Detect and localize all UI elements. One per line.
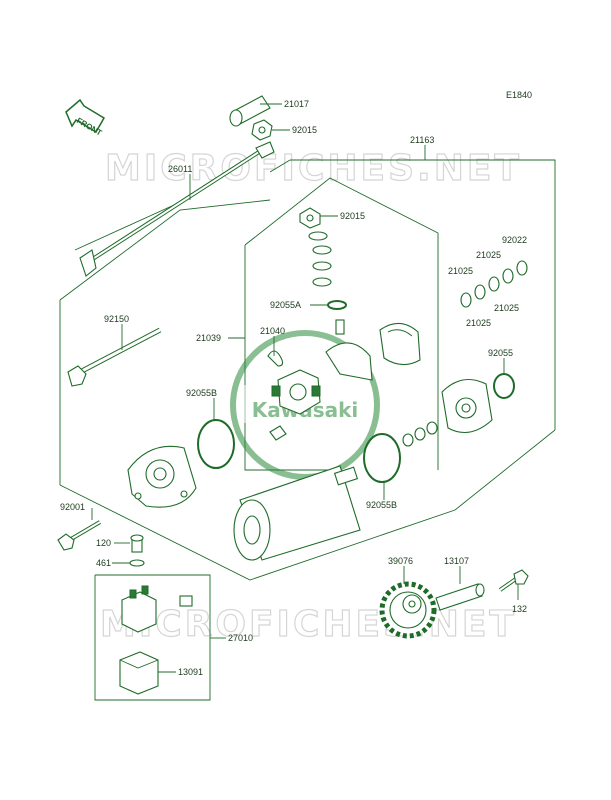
label-27010: 27010 xyxy=(228,633,253,643)
watermark-top: MICROFICHES.NET xyxy=(105,148,522,189)
label-120: 120 xyxy=(96,538,111,548)
bolt-92001 xyxy=(57,520,102,551)
label-92055b-right: 92055B xyxy=(366,500,397,510)
label-26011: 26011 xyxy=(168,164,192,174)
front-arrow-icon: FRONT xyxy=(65,98,106,138)
bolt-120 xyxy=(130,534,144,553)
shaft-13107 xyxy=(435,583,485,611)
watermark-bottom: MICROFICHES.NET xyxy=(100,604,517,645)
label-92022: 92022 xyxy=(502,235,527,245)
cable-26011 xyxy=(79,141,275,277)
washer-461 xyxy=(129,559,145,567)
label-92001: 92001 xyxy=(60,502,85,512)
oring-92055a xyxy=(327,300,347,310)
diagram-code: E1840 xyxy=(506,90,532,100)
terminal-plate xyxy=(325,319,373,381)
label-13091: 13091 xyxy=(178,667,203,677)
front-housing xyxy=(127,445,197,508)
nut-92015-top xyxy=(251,119,273,141)
label-461: 461 xyxy=(96,558,111,568)
label-92055: 92055 xyxy=(488,348,513,358)
label-21039: 21039 xyxy=(196,333,221,343)
oring-92055b-right xyxy=(363,433,401,483)
motor-body xyxy=(233,465,361,561)
label-21025-b: 21025 xyxy=(448,266,473,276)
label-21163: 21163 xyxy=(410,135,434,145)
label-21040: 21040 xyxy=(260,326,285,336)
label-21025-c: 21025 xyxy=(494,303,519,313)
label-92055a: 92055A xyxy=(270,300,301,310)
label-21017: 21017 xyxy=(284,99,309,109)
nut-92015-middle xyxy=(299,207,321,229)
relay-box-27010 xyxy=(94,574,211,701)
boot-21017 xyxy=(229,95,271,127)
label-13107: 13107 xyxy=(444,556,469,566)
label-92150: 92150 xyxy=(104,314,129,324)
label-92055b-left: 92055B xyxy=(186,388,217,398)
brush-cover xyxy=(379,322,421,366)
washers-21025 xyxy=(460,260,528,308)
oring-92055 xyxy=(493,373,515,399)
label-92015-middle: 92015 xyxy=(340,211,365,221)
label-21025-a: 21025 xyxy=(476,250,501,260)
brush-holder-21040 xyxy=(267,350,321,441)
gear-39076 xyxy=(379,581,437,639)
small-washers xyxy=(402,421,438,447)
label-39076: 39076 xyxy=(388,556,413,566)
label-21025-d: 21025 xyxy=(466,318,491,328)
label-92015-top: 92015 xyxy=(292,125,317,135)
bolt-132 xyxy=(498,569,529,592)
oring-92055b-left xyxy=(197,419,235,469)
rear-cover xyxy=(441,378,493,434)
label-132: 132 xyxy=(512,604,527,614)
bolt-92150 xyxy=(67,327,162,387)
washer-stack xyxy=(308,231,332,287)
leader-lines xyxy=(91,103,519,673)
assembly-outlines xyxy=(59,159,556,581)
